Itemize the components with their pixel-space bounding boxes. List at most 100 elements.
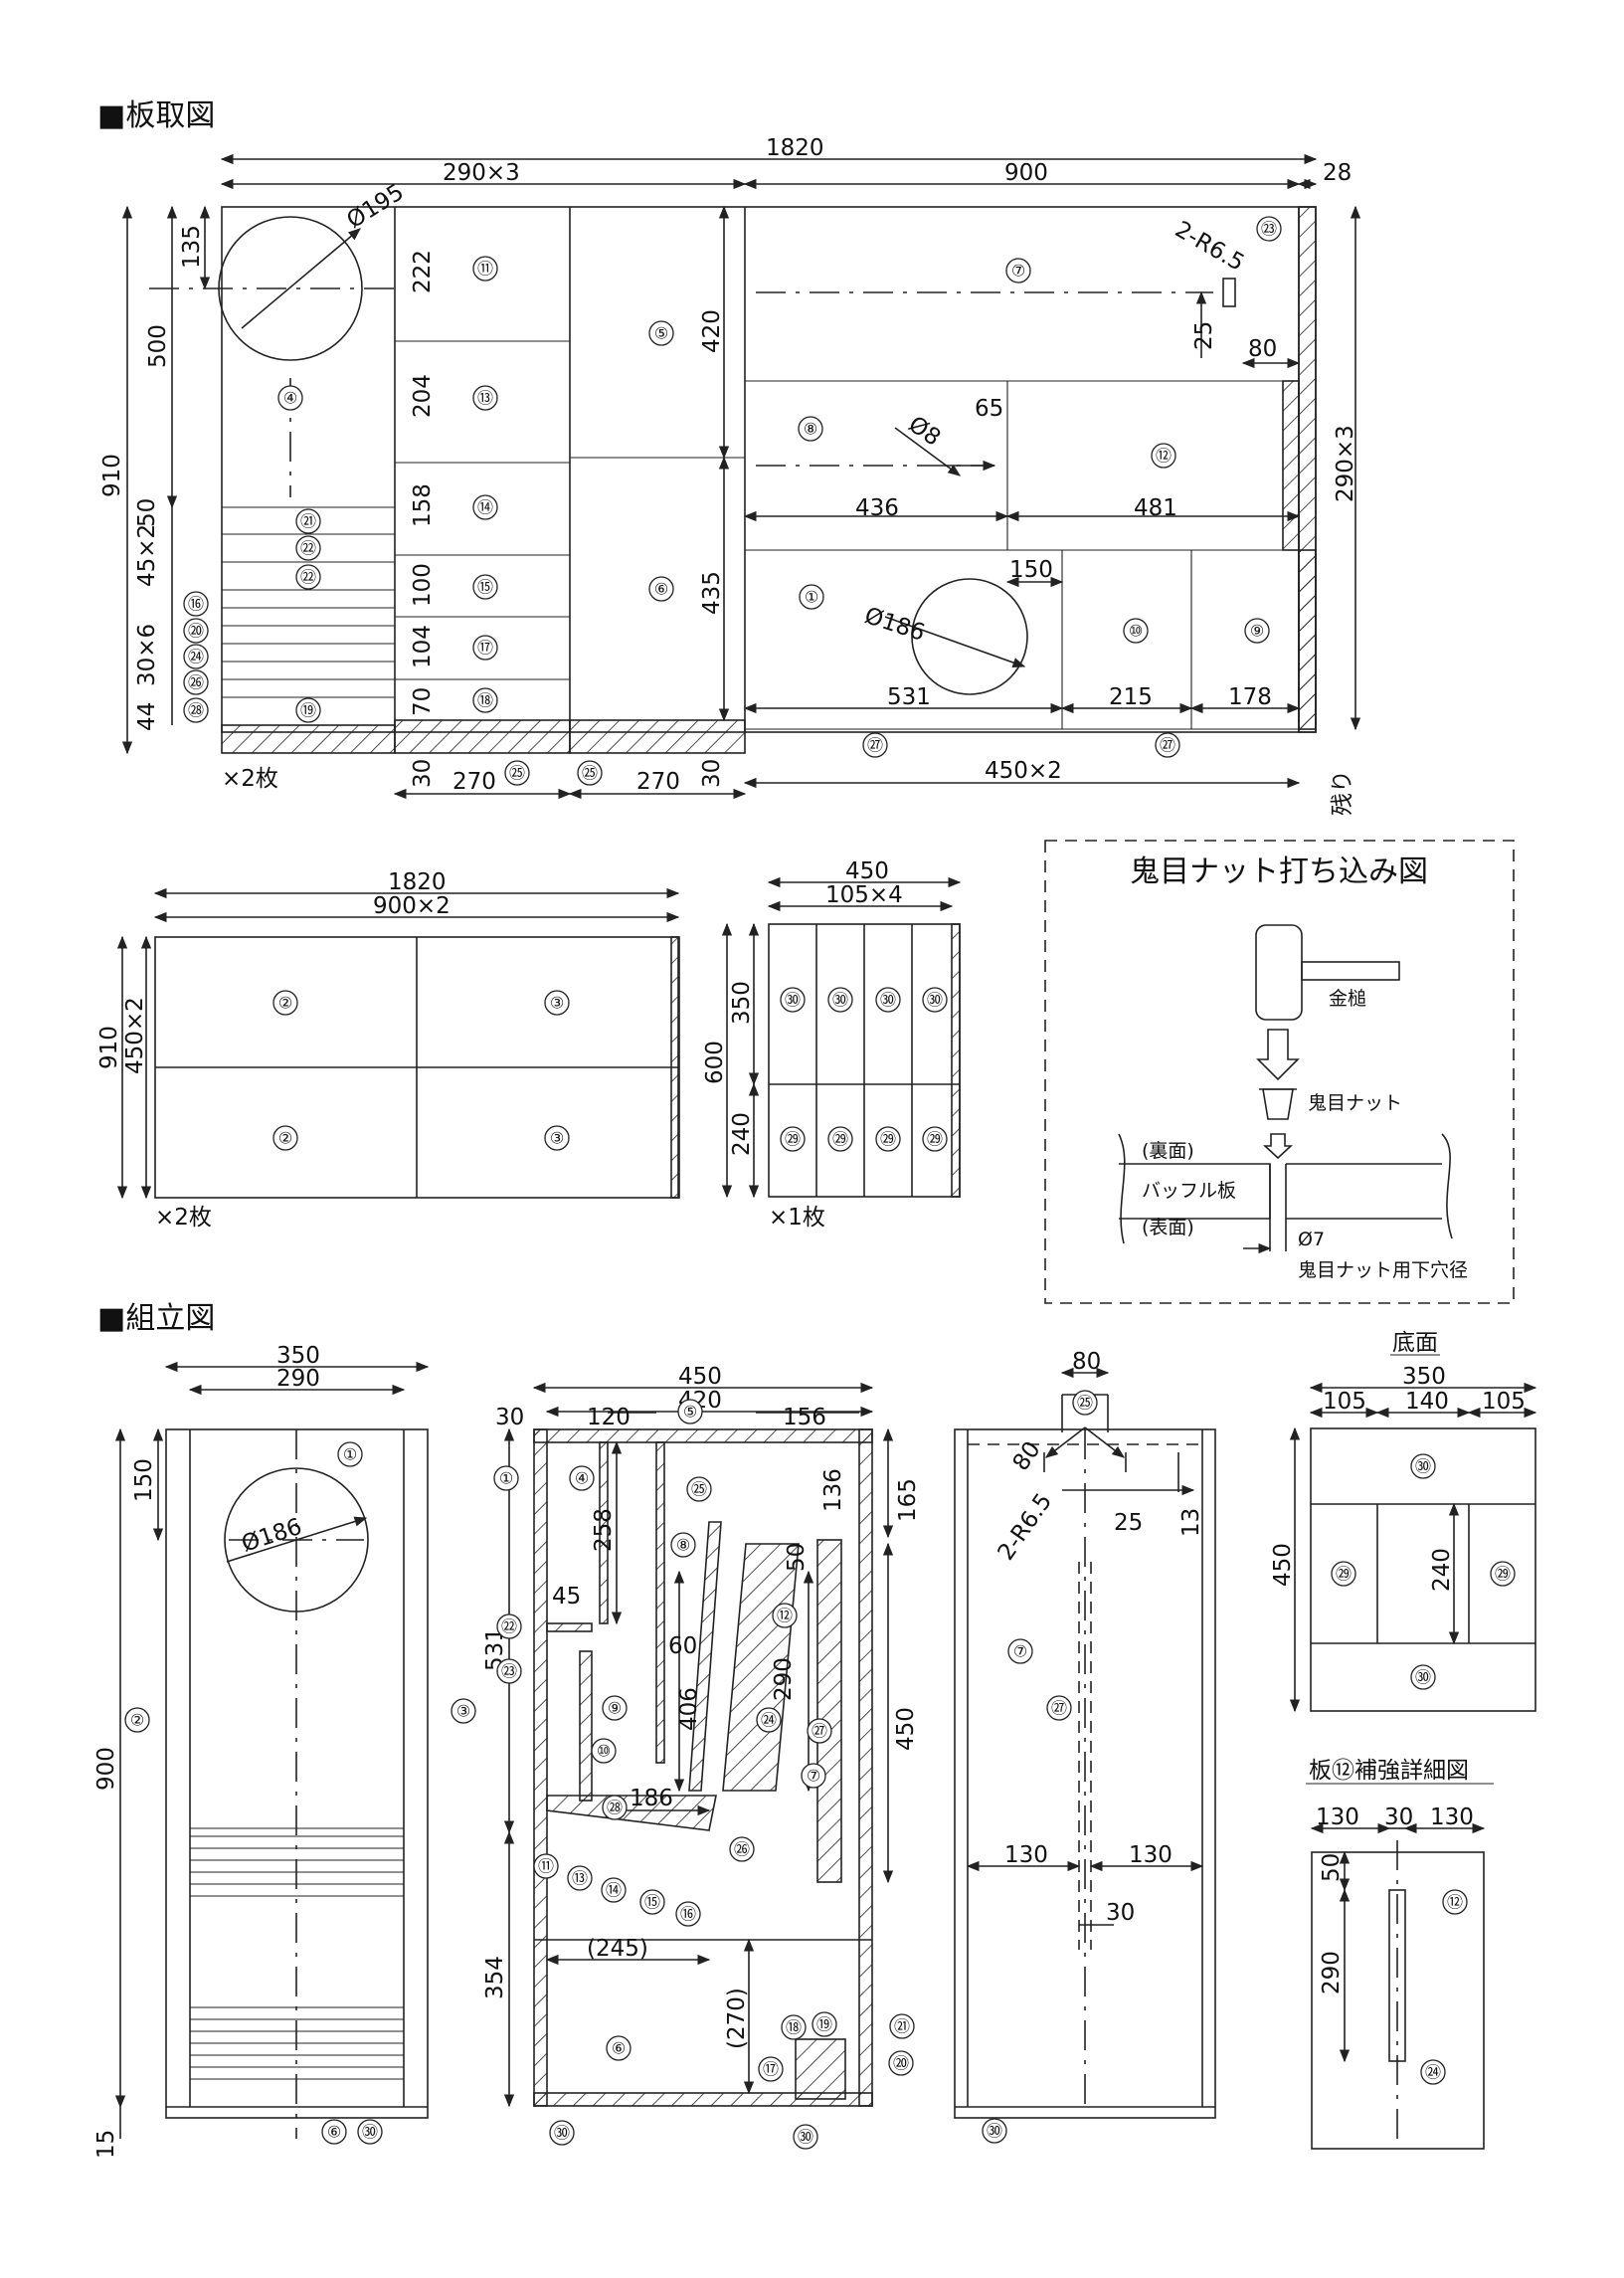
dim-30-detail: 30 xyxy=(1384,1804,1413,1830)
svg-text:⑦: ⑦ xyxy=(807,1767,820,1786)
svg-text:⑱: ⑱ xyxy=(786,2018,802,2037)
hole-diameter-label: Ø7 xyxy=(1298,1229,1325,1250)
svg-text:㉙: ㉙ xyxy=(1336,1565,1352,1584)
svg-text:⑤: ⑤ xyxy=(683,1403,697,1422)
dim-120-side: 120 xyxy=(587,1405,631,1430)
dim-65: 65 xyxy=(975,396,1003,422)
svg-text:⑫: ⑫ xyxy=(777,1607,793,1625)
svg-text:⑮: ⑮ xyxy=(644,1893,660,1912)
svg-text:⑥: ⑥ xyxy=(327,2123,341,2142)
svg-text:④: ④ xyxy=(283,389,297,408)
svg-text:②: ② xyxy=(278,994,292,1013)
svg-text:㉚: ㉚ xyxy=(1415,1457,1431,1476)
dim-hole-8: Ø8 xyxy=(904,412,946,452)
svg-text:⑦: ⑦ xyxy=(1011,262,1025,281)
dim-44: 44 xyxy=(134,702,160,731)
svg-text:㉗: ㉗ xyxy=(812,1722,827,1741)
svg-text:㉔: ㉔ xyxy=(188,648,204,666)
t-nut-install-diagram: 鬼目ナット打ち込み図 金槌 鬼目ナット (裏面) バッフル板 (表面) Ø7 鬼… xyxy=(1044,840,1515,1304)
svg-text:⑲: ⑲ xyxy=(300,701,316,720)
svg-text:㉚: ㉚ xyxy=(785,991,801,1010)
dim-450x2: 450×2 xyxy=(985,758,1062,784)
scrap-strip-1 xyxy=(221,724,396,754)
svg-text:⑯: ⑯ xyxy=(680,1905,696,1924)
svg-text:㉗: ㉗ xyxy=(1051,1699,1067,1718)
dim-45x2: 45×2 xyxy=(134,524,160,587)
label-x1-sheet: ×1枚 xyxy=(769,1205,825,1231)
detail-title: 板⑫補強詳細図 xyxy=(1309,1758,1469,1784)
svg-text:⑩: ⑩ xyxy=(597,1742,611,1761)
svg-text:㉘: ㉘ xyxy=(188,701,204,720)
svg-text:⑭: ⑭ xyxy=(477,498,493,517)
dim-50-detail: 50 xyxy=(1319,1853,1345,1882)
dim-r65: 2-R6.5 xyxy=(1171,217,1248,277)
dim-270-a: 270 xyxy=(452,769,496,795)
svg-text:㉚: ㉚ xyxy=(987,2122,1002,2141)
svg-text:㉚: ㉚ xyxy=(1415,1668,1431,1687)
dim-hole-front: Ø186 xyxy=(239,1514,305,1558)
hammer-icon xyxy=(1255,924,1303,1021)
dim-290-side: 290 xyxy=(771,1657,797,1701)
bottom-title: 底面 xyxy=(1392,1330,1438,1356)
dim-60-side: 60 xyxy=(668,1633,697,1659)
dim-156-side: 156 xyxy=(783,1405,826,1430)
svg-text:⑱: ⑱ xyxy=(477,691,493,710)
dim-25-back: 25 xyxy=(1114,1510,1143,1536)
dim-r65-back: 2-R6.5 xyxy=(993,1489,1058,1566)
svg-text:㉔: ㉔ xyxy=(761,1711,777,1730)
svg-text:⑰: ⑰ xyxy=(763,2060,779,2079)
dim-30-back: 30 xyxy=(1106,1900,1135,1926)
cut-mid-board-2-3: 1820 900×2 910 450×2 ×2枚 ② ③ ② ③ xyxy=(96,869,680,1231)
front-face-label: (表面) xyxy=(1142,1217,1194,1238)
svg-text:①: ① xyxy=(343,1445,357,1464)
dim-100: 100 xyxy=(410,563,436,607)
hole-note-label: 鬼目ナット用下穴径 xyxy=(1298,1259,1468,1281)
cut-top-board-outline xyxy=(221,206,1317,733)
svg-text:㉔: ㉔ xyxy=(1425,2063,1441,2082)
svg-text:⑨: ⑨ xyxy=(608,1699,622,1718)
dim-204: 204 xyxy=(410,374,436,418)
svg-text:㉚: ㉚ xyxy=(554,2124,570,2143)
svg-text:⑤: ⑤ xyxy=(654,324,668,343)
nut-box-title: 鬼目ナット打ち込み図 xyxy=(1130,854,1428,889)
svg-text:㉙: ㉙ xyxy=(927,1130,943,1149)
dim-178: 178 xyxy=(1228,684,1272,710)
svg-text:㉙: ㉙ xyxy=(785,1130,801,1149)
svg-text:㉚: ㉚ xyxy=(362,2123,378,2142)
dim-165-side: 165 xyxy=(895,1478,921,1522)
dim-130-back-left: 130 xyxy=(1004,1842,1048,1868)
svg-text:㉖: ㉖ xyxy=(188,673,204,692)
svg-text:㉒: ㉒ xyxy=(501,1617,517,1636)
dim-25: 25 xyxy=(1191,321,1217,350)
svg-text:⑩: ⑩ xyxy=(1129,622,1143,641)
dim-105-bottom-b: 105 xyxy=(1482,1389,1526,1415)
dim-435: 435 xyxy=(699,571,725,615)
part-12-reinforcement-detail: 板⑫補強詳細図 130 30 130 50 290 ⑫ ㉔ xyxy=(1306,1758,1494,2150)
svg-text:㉗: ㉗ xyxy=(1160,736,1175,755)
svg-text:㉕: ㉕ xyxy=(582,764,598,783)
svg-text:⑮: ⑮ xyxy=(477,578,493,597)
dim-30-b: 30 xyxy=(699,759,725,788)
svg-text:㉑: ㉑ xyxy=(300,512,316,531)
dim-215: 215 xyxy=(1109,684,1153,710)
dim-450-side: 450 xyxy=(678,1364,722,1390)
svg-text:㉑: ㉑ xyxy=(894,2017,910,2036)
part-labels-side: ⑤ ① ④ ㉕ ⑧ ㉒ ㉓ ⑨ ⑩ ⑫ ㉔ ㉗ ⑦ ㉘ ㉖ ⑪ ⑬ ⑭ ⑮ ⑯ … xyxy=(493,1399,915,2150)
dim-30-a: 30 xyxy=(410,759,436,788)
dim-450x2-mid: 450×2 xyxy=(122,997,148,1074)
dim-350: 350 xyxy=(729,981,755,1025)
dim-406-side: 406 xyxy=(676,1687,702,1731)
svg-text:⑭: ⑭ xyxy=(606,1881,622,1900)
dim-135: 135 xyxy=(179,225,205,269)
baffle-label: バッフル板 xyxy=(1142,1180,1236,1202)
svg-text:⑬: ⑬ xyxy=(477,389,493,408)
svg-text:㉘: ㉘ xyxy=(607,1799,623,1817)
dim-481: 481 xyxy=(1134,495,1177,521)
dim-290-front: 290 xyxy=(276,1366,320,1392)
svg-text:㉓: ㉓ xyxy=(1261,220,1277,239)
svg-text:⑥: ⑥ xyxy=(654,580,668,599)
dim-900: 900 xyxy=(1004,160,1048,186)
svg-text:㉒: ㉒ xyxy=(300,539,316,558)
dim-105x4: 105×4 xyxy=(825,882,903,908)
assembly-diagram-title: ■組立図 xyxy=(97,1301,215,1336)
